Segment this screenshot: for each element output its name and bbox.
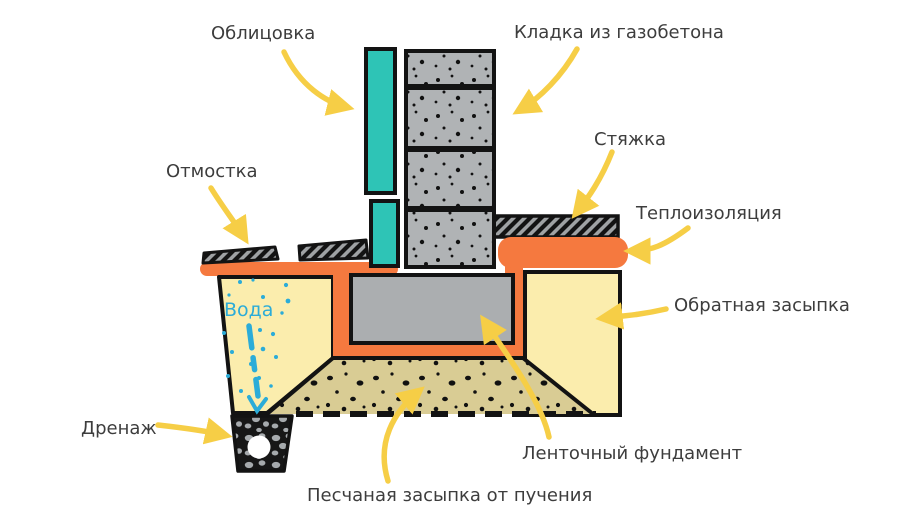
label-water: Вода bbox=[224, 299, 274, 321]
label-insulation: Теплоизоляция bbox=[636, 203, 782, 224]
sand-bed-outline bbox=[265, 356, 595, 416]
cladding-strip-upper bbox=[364, 47, 397, 195]
masonry-block bbox=[404, 86, 496, 150]
insulation-block-right bbox=[498, 237, 628, 268]
masonry-block bbox=[404, 49, 496, 88]
water-flow-arrow bbox=[246, 323, 268, 415]
sand-bed bbox=[267, 358, 593, 414]
blind-area-slab-2 bbox=[297, 238, 370, 262]
blind-area-slab-1 bbox=[201, 245, 280, 265]
masonry-block bbox=[404, 148, 496, 210]
strip-foundation-block bbox=[349, 273, 515, 345]
label-strip-foundation: Ленточный фундамент bbox=[522, 443, 743, 464]
cladding-strip-lower bbox=[369, 199, 400, 268]
annotation-arrows bbox=[155, 46, 691, 484]
masonry-arrow bbox=[512, 46, 580, 115]
masonry-block-stack bbox=[404, 49, 496, 269]
water-droplets bbox=[222, 278, 291, 393]
blind-area-arrow bbox=[208, 185, 249, 245]
label-sand-bed: Песчаная засыпка от пучения bbox=[307, 485, 593, 506]
backfill-arrow bbox=[595, 302, 669, 330]
label-masonry: Кладка из газобетона bbox=[514, 22, 724, 43]
label-blind-area: Отмостка bbox=[166, 161, 258, 182]
sand-bed-arrow bbox=[381, 386, 425, 484]
insulation-arrow bbox=[623, 225, 691, 265]
drain-pipe-icon bbox=[247, 435, 271, 459]
label-screed: Стяжка bbox=[594, 129, 666, 150]
drainage-arrow bbox=[155, 417, 233, 445]
label-cladding: Облицовка bbox=[211, 23, 316, 44]
screed-bar bbox=[491, 214, 620, 239]
label-backfill: Обратная засыпка bbox=[674, 295, 850, 316]
foundation-arrow bbox=[480, 314, 552, 440]
label-drainage: Дренаж bbox=[81, 418, 157, 439]
screed-arrow bbox=[571, 149, 615, 219]
cladding-arrow bbox=[281, 49, 355, 116]
masonry-block bbox=[404, 208, 496, 269]
